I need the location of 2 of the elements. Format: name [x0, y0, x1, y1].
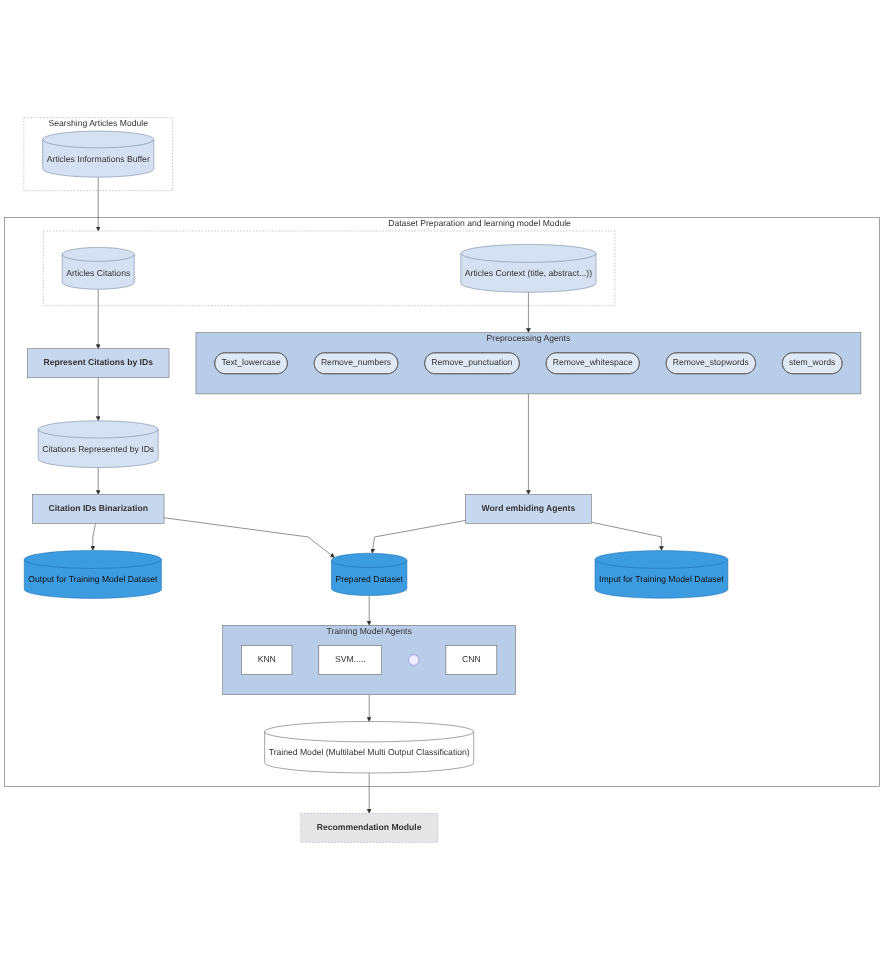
cluster: [43, 230, 616, 306]
node-person: [408, 654, 420, 666]
